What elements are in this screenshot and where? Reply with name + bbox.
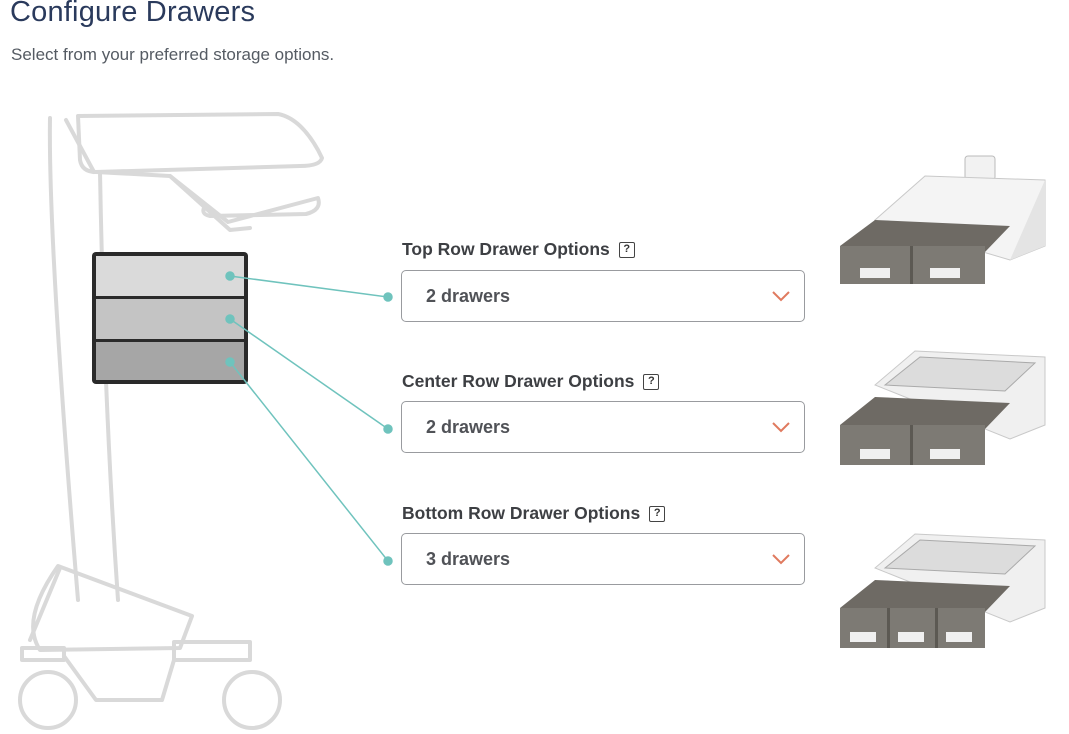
page-subtitle: Select from your preferred storage optio… (11, 45, 335, 64)
chevron-down-icon (772, 554, 790, 565)
top-drawer-image (840, 155, 1046, 284)
help-icon[interactable]: ? (643, 373, 660, 390)
bottom-row-selected-value: 3 drawers (426, 549, 511, 569)
drawer-stack (92, 252, 248, 384)
bottom-row-drawer-select[interactable]: 3 drawers (401, 533, 805, 585)
bottom-row-label: Bottom Row Drawer Options ? (402, 503, 666, 524)
page-title: Configure Drawers (10, 0, 256, 28)
top-row-drawer-select[interactable]: 2 drawers (401, 270, 805, 322)
help-icon[interactable]: ? (649, 505, 666, 522)
center-drawer-image (840, 350, 1046, 465)
help-icon[interactable]: ? (618, 241, 635, 258)
top-row-label-text: Top Row Drawer Options (402, 239, 610, 259)
center-row-label: Center Row Drawer Options ? (402, 371, 660, 392)
chevron-down-icon (772, 291, 790, 302)
center-row-drawer-select[interactable]: 2 drawers (401, 401, 805, 453)
top-row-label: Top Row Drawer Options ? (402, 239, 635, 260)
bottom-drawer-image (840, 533, 1046, 648)
center-row-label-text: Center Row Drawer Options (402, 371, 635, 391)
bottom-row-label-text: Bottom Row Drawer Options (402, 503, 641, 523)
chevron-down-icon (772, 422, 790, 433)
top-row-selected-value: 2 drawers (426, 286, 511, 306)
center-row-selected-value: 2 drawers (426, 417, 511, 437)
